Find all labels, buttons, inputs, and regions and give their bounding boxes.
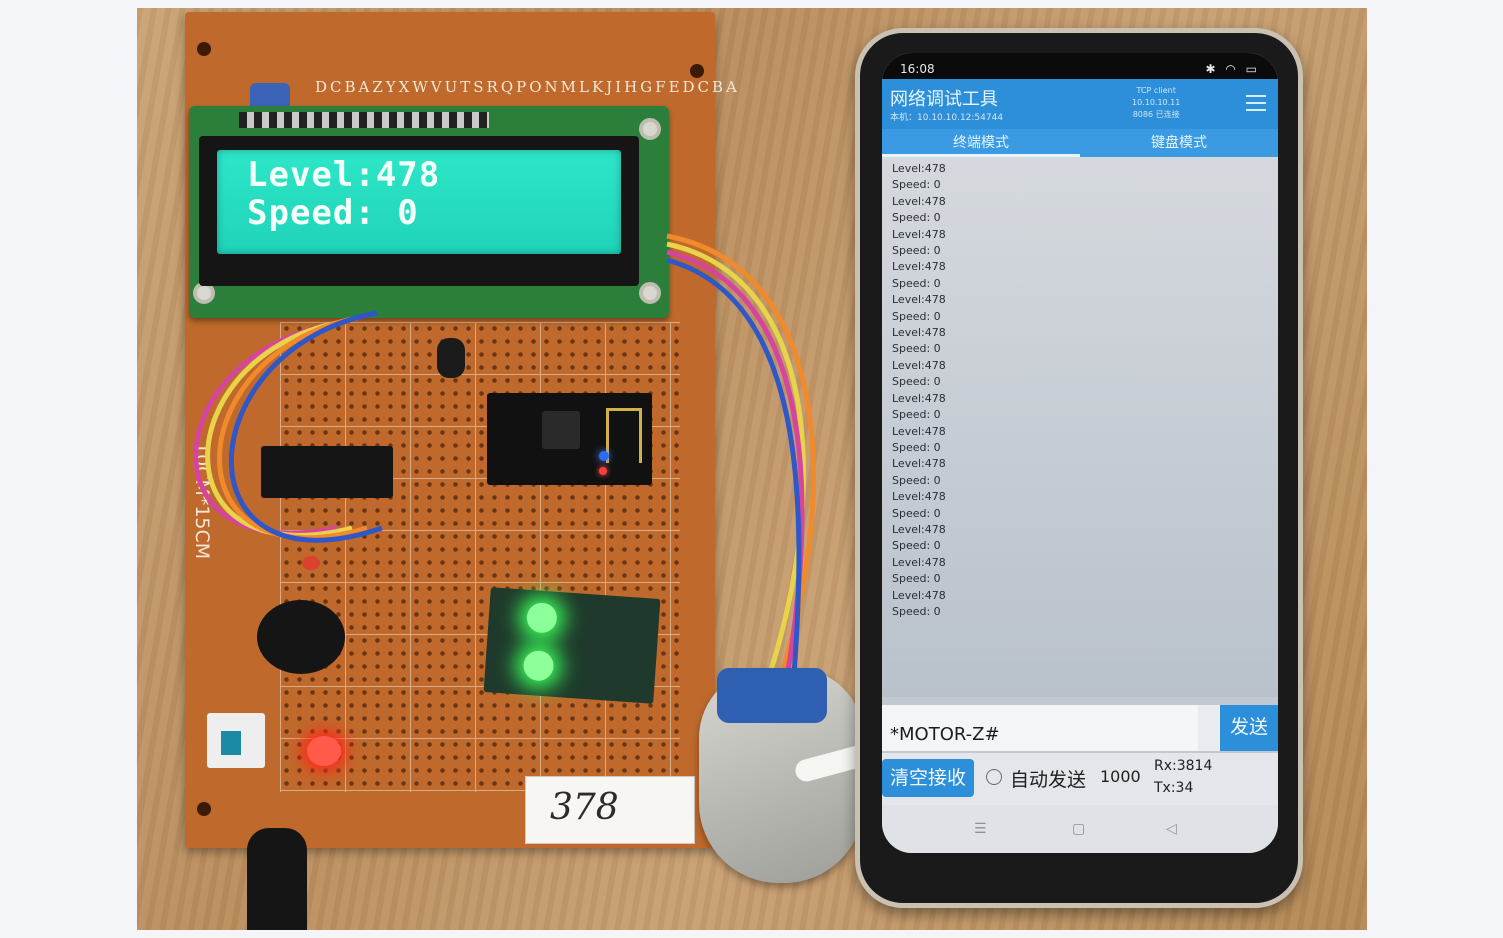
connection-status: 8086 已连接 xyxy=(1132,110,1180,119)
smartphone: 16:08 ✱ ◠ ▭ 网络调试工具 本机：10.10.10.12:54744 … xyxy=(855,28,1303,908)
send-button[interactable]: 发送 xyxy=(1220,705,1278,751)
lcd-mount-hole xyxy=(639,118,661,140)
dip-ic-chip xyxy=(261,446,393,498)
log-line: Speed: 0 xyxy=(892,408,941,422)
connection-type: TCP client xyxy=(1136,86,1176,95)
log-line: Speed: 0 xyxy=(892,342,941,356)
log-line: Speed: 0 xyxy=(892,473,941,487)
log-line: Level:478 xyxy=(892,162,946,175)
log-line: Level:478 xyxy=(892,588,946,602)
perfboard-size-label: 10CM*15CM xyxy=(191,442,213,560)
photo: DCBAZYXWVUTSRQPONMLKJIHGFEDCBA 10CM*15CM… xyxy=(137,8,1367,930)
log-line: Level:478 xyxy=(892,260,946,274)
tab-terminal-mode[interactable]: 终端模式 xyxy=(882,129,1080,157)
clear-receive-button[interactable]: 清空接收 xyxy=(882,759,974,797)
lcd-line-1: Level:478 xyxy=(247,155,441,195)
tx-counter: Tx:34 xyxy=(1154,780,1194,796)
green-led xyxy=(525,601,558,634)
rx-tx-counters: Rx:3814 Tx:34 xyxy=(1154,755,1212,799)
stepper-motor xyxy=(699,668,905,883)
log-line: Level:478 xyxy=(892,227,946,241)
log-line: Level:478 xyxy=(892,293,946,307)
auto-send-label: 自动发送 xyxy=(1010,769,1087,791)
capacitor xyxy=(437,338,465,378)
tab-keyboard-mode[interactable]: 键盘模式 xyxy=(1151,135,1207,151)
send-input[interactable] xyxy=(882,705,1198,751)
mount-hole xyxy=(197,802,211,816)
esp8266-wifi-module xyxy=(487,393,652,485)
red-led-small xyxy=(302,556,320,570)
log-line: Speed: 0 xyxy=(892,539,941,553)
log-line: Speed: 0 xyxy=(892,211,941,225)
handwritten-number: 378 xyxy=(550,787,619,828)
log-line: Level:478 xyxy=(892,326,946,340)
app-header: 网络调试工具 本机：10.10.10.12:54744 TCP client 1… xyxy=(882,79,1278,129)
lcd-header-pins xyxy=(239,112,489,128)
red-led xyxy=(599,467,607,475)
control-row: 清空接收 自动发送 1000 Rx:3814 Tx:34 xyxy=(882,753,1278,805)
slide-switch xyxy=(207,713,265,768)
auto-send-radio[interactable] xyxy=(986,769,1002,785)
mode-tabs: 终端模式 键盘模式 xyxy=(882,129,1278,157)
lcd-module: Level:478 Speed: 0 xyxy=(189,106,669,318)
log-line: Level:478 xyxy=(892,194,946,208)
perfboard-column-letters: DCBAZYXWVUTSRQPONMLKJIHGFEDCBA xyxy=(315,78,740,96)
log-line: Speed: 0 xyxy=(892,572,941,586)
connection-info: TCP client 10.10.10.11 8086 已连接 xyxy=(1132,85,1180,121)
log-line: Speed: 0 xyxy=(892,244,941,258)
home-icon[interactable]: ▢ xyxy=(1072,821,1086,837)
menu-icon[interactable] xyxy=(1246,95,1266,111)
log-line: Speed: 0 xyxy=(892,375,941,389)
mount-hole xyxy=(690,64,704,78)
auto-send-interval[interactable]: 1000 xyxy=(1100,767,1141,786)
log-line: Speed: 0 xyxy=(892,506,941,520)
green-led xyxy=(522,649,555,682)
log-line: Level:478 xyxy=(892,522,946,536)
buzzer xyxy=(257,600,345,674)
paper-label: 378 xyxy=(525,776,695,844)
android-nav-bar: ☰ ▢ ◁ xyxy=(882,805,1278,853)
lcd-screen: Level:478 Speed: 0 xyxy=(217,150,621,254)
log-line: Level:478 xyxy=(892,555,946,569)
log-line: Speed: 0 xyxy=(892,440,941,454)
status-icons: ✱ ◠ ▭ xyxy=(1205,62,1260,76)
switch-knob xyxy=(221,731,241,755)
power-led xyxy=(307,736,341,766)
motor-connector-cap xyxy=(717,668,827,723)
log-line: Level:478 xyxy=(892,424,946,438)
send-row: 发送 xyxy=(882,705,1278,751)
log-line: Speed: 0 xyxy=(892,604,941,618)
mount-hole xyxy=(197,42,211,56)
remote-ip: 10.10.10.11 xyxy=(1132,98,1181,107)
log-line: Speed: 0 xyxy=(892,178,941,192)
wifi-chip xyxy=(542,411,580,449)
blue-led xyxy=(599,451,609,461)
recents-icon[interactable]: ☰ xyxy=(974,821,987,837)
back-icon[interactable]: ◁ xyxy=(1166,821,1177,837)
local-address: 本机：10.10.10.12:54744 xyxy=(890,113,1004,123)
lcd-bezel: Level:478 Speed: 0 xyxy=(199,136,639,286)
rx-counter: Rx:3814 xyxy=(1154,758,1213,774)
log-line: Level:478 xyxy=(892,457,946,471)
log-line: Level:478 xyxy=(892,391,946,405)
camera-notch xyxy=(1022,53,1138,79)
log-line: Level:478 xyxy=(892,490,946,504)
sensor-module xyxy=(483,587,661,704)
app-title: 网络调试工具 xyxy=(890,89,998,110)
log-line: Speed: 0 xyxy=(892,276,941,290)
pcb-antenna xyxy=(606,408,642,463)
lcd-line-2: Speed: 0 xyxy=(247,193,419,233)
dc-power-jack xyxy=(247,828,307,930)
lcd-mount-hole xyxy=(639,282,661,304)
log-line: Speed: 0 xyxy=(892,309,941,323)
status-time: 16:08 xyxy=(900,62,935,76)
log-line: Level:478 xyxy=(892,358,946,372)
phone-screen: 16:08 ✱ ◠ ▭ 网络调试工具 本机：10.10.10.12:54744 … xyxy=(882,53,1278,853)
